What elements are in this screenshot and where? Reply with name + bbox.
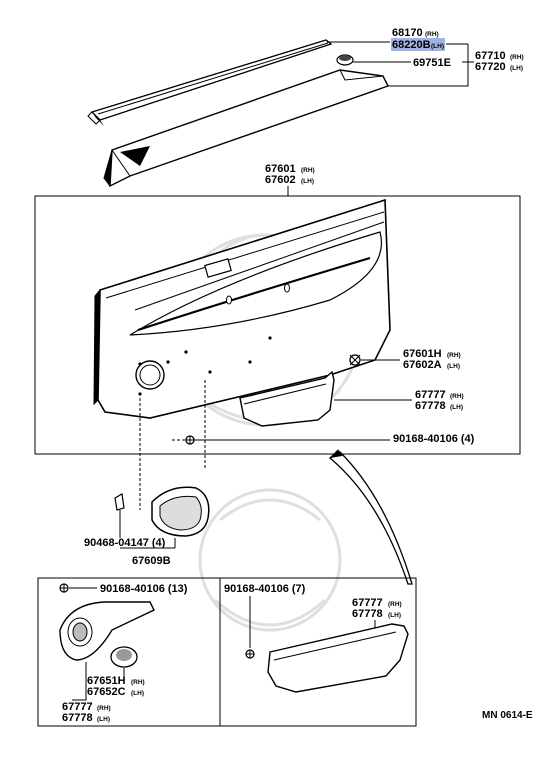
label-67778-b-side: (LH) [97, 716, 110, 723]
label-67602: 67602 [265, 174, 296, 186]
label-67602-side: (LH) [301, 178, 314, 185]
label-67778-a: 67778 [415, 400, 446, 412]
label-67652c-side: (LH) [131, 690, 144, 697]
door-trim-upper-panel [103, 69, 389, 188]
armrest-pad-left [59, 601, 155, 661]
armrest-67777 [239, 370, 335, 427]
label-67601h: 67601H [403, 348, 442, 360]
detail-box-right [219, 577, 417, 727]
label-67710-side: (RH) [510, 54, 524, 61]
screw-90168-c [245, 649, 255, 659]
label-90468: 90468-04147 (4) [84, 537, 166, 549]
label-67777-a: 67777 [415, 389, 446, 401]
clip-69751e [336, 54, 354, 66]
label-67601: 67601 [265, 163, 296, 175]
door-trim-board [93, 198, 391, 419]
label-67601-side: (RH) [301, 167, 315, 174]
speaker-grille-67609b [151, 486, 210, 537]
label-69751e: 69751E [413, 57, 451, 69]
label-67778-a-side: (LH) [450, 404, 463, 411]
pillar-molding [328, 449, 413, 585]
label-67720: 67720 [475, 61, 506, 73]
label-90168-a: 90168-40106 (4) [393, 433, 475, 445]
armrest-67777-detail [267, 623, 409, 693]
label-90168-b: 90168-40106 (13) [100, 583, 188, 595]
label-67651h-side: (RH) [131, 679, 145, 686]
label-90168-c: 90168-40106 (7) [224, 583, 306, 595]
label-67777-b-side: (RH) [97, 705, 111, 712]
clip-90468 [114, 493, 125, 511]
diagram-code: MN 0614-E [482, 710, 533, 721]
label-68220b-side: (LH) [431, 43, 444, 50]
label-67777-a-side: (RH) [450, 393, 464, 400]
part-highlight [391, 38, 445, 51]
label-67778-b: 67778 [62, 712, 93, 724]
label-67777-c: 67777 [352, 597, 383, 609]
clip-67601h [349, 354, 361, 366]
door-trim-frame [34, 195, 521, 455]
screw-90168-b [59, 583, 69, 593]
label-67602a: 67602A [403, 359, 442, 371]
label-67777-b: 67777 [62, 701, 93, 713]
label-67710: 67710 [475, 50, 506, 62]
label-67609b: 67609B [132, 555, 171, 567]
label-68170: 68170 [392, 27, 423, 39]
label-67778-c-side: (LH) [388, 612, 401, 619]
label-67601h-side: (RH) [447, 352, 461, 359]
label-67652c: 67652C [87, 686, 126, 698]
label-67651h: 67651H [87, 675, 126, 687]
label-68220b: 68220B [392, 39, 431, 51]
label-67777-c-side: (RH) [388, 601, 402, 608]
label-67778-c: 67778 [352, 608, 383, 620]
label-68170-side: (RH) [425, 31, 439, 38]
armrest-cup-67651h [110, 646, 138, 668]
belt-weatherstrip [87, 39, 333, 126]
label-67602a-side: (LH) [447, 363, 460, 370]
label-67720-side: (LH) [510, 65, 523, 72]
